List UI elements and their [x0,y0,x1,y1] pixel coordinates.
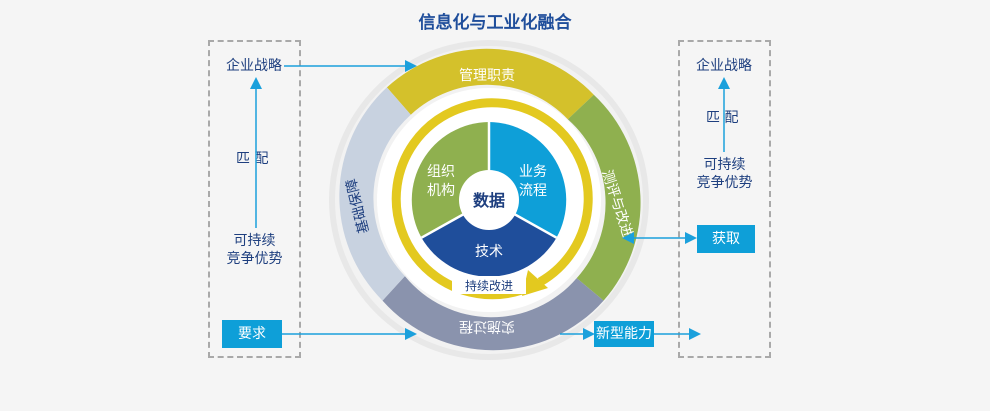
left-advantage-label: 可持续 竞争优势 [222,232,287,268]
requirement-box[interactable]: 要求 [222,320,282,348]
right-strategy-label: 企业战略 [696,58,752,74]
right-panel [678,40,771,358]
technology-label: 技术 [475,244,503,260]
organization-label-line1: 组织 [427,164,455,180]
data-core [459,170,519,230]
business-process-label-line1: 业务 [519,164,547,180]
left-panel [208,40,301,358]
left-advantage-line1: 可持续 [233,233,276,249]
improvement-label-bg [452,276,526,294]
right-advantage-line2: 竞争优势 [696,175,753,191]
implementation-label: 实施过程 [459,318,515,334]
improvement-cycle-ring [391,98,593,300]
implementation-segment [382,276,604,351]
foundation-segment [339,87,411,301]
left-match-label: 匹 配 [236,151,269,167]
evaluation-segment [567,94,641,301]
right-match-label: 匹 配 [706,110,739,126]
management-label: 管理职责 [459,68,515,84]
right-advantage-line1: 可持续 [703,157,746,173]
organization-label-line2: 机构 [427,183,455,199]
left-strategy-label: 企业战略 [226,58,282,74]
improvement-cycle-arrowhead [522,270,548,296]
left-advantage-line2: 竞争优势 [226,251,283,267]
business-process-label-line2: 流程 [519,183,547,199]
right-advantage-label: 可持续 竞争优势 [692,156,757,192]
diagram-title: 信息化与工业化融合 [418,13,572,33]
acquire-box[interactable]: 获取 [697,225,755,253]
improvement-label: 持续改进 [465,278,513,293]
management-segment [386,48,594,120]
data-label: 数据 [473,191,505,210]
new-capability-box[interactable]: 新型能力 [594,321,654,347]
